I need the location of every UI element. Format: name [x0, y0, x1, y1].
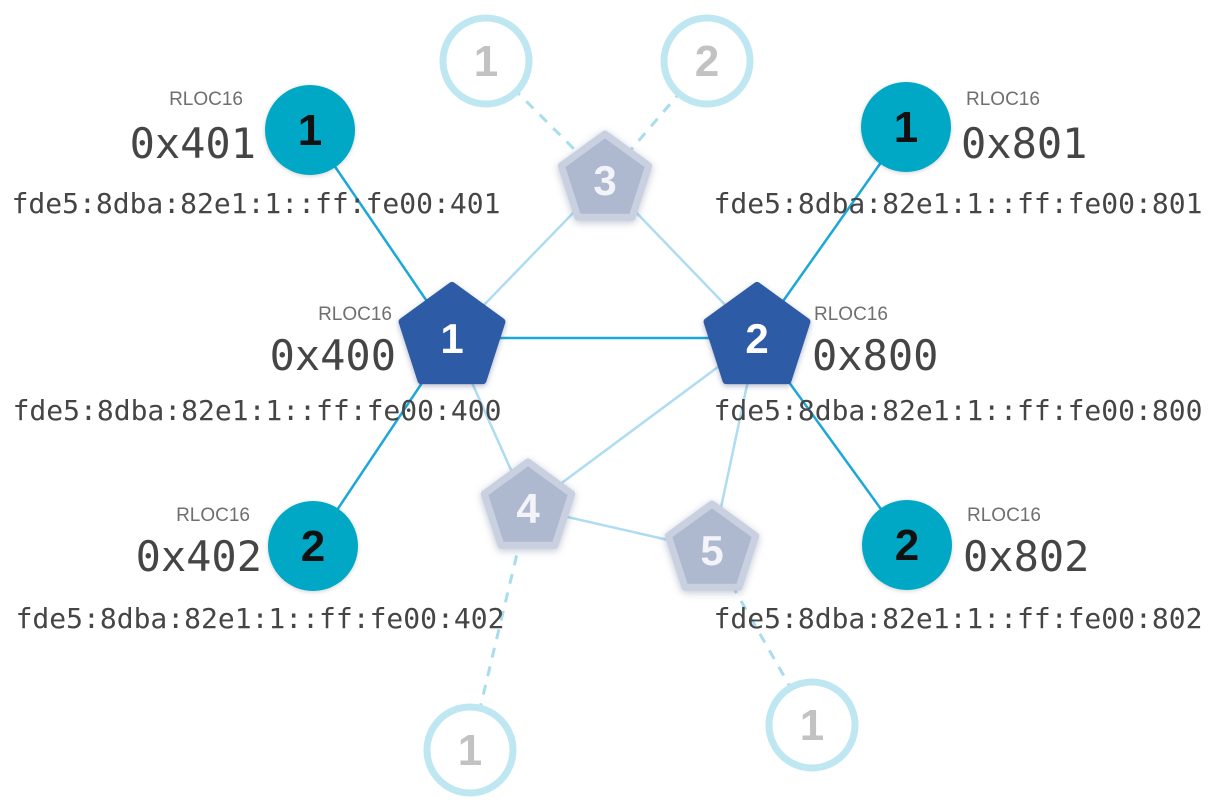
- rloc16-value-router-1: 0x400: [270, 331, 396, 380]
- rloc16-value-child-401: 0x401: [130, 119, 256, 168]
- child-circle-icon: [268, 501, 358, 591]
- child-circle-icon: [862, 500, 952, 590]
- node-number: 1: [298, 106, 322, 155]
- child-circle-icon: [265, 85, 355, 175]
- router-node-3[interactable]: 3: [557, 130, 653, 221]
- faded-child-node-top-2[interactable]: 2: [660, 14, 754, 108]
- rloc16-value-router-2: 0x800: [812, 331, 938, 380]
- ipv6-address-router-1: fde5:8dba:82e1:1::ff:fe00:400: [13, 394, 502, 427]
- node-number: 2: [695, 37, 719, 86]
- router-pentagon-icon: [557, 130, 653, 221]
- router-pentagon-icon: [398, 282, 506, 385]
- faded-child-node-bottom-left[interactable]: 1: [423, 703, 517, 797]
- node-number: 5: [700, 527, 723, 574]
- router-pentagon-icon: [480, 458, 576, 549]
- rloc16-value-child-802: 0x802: [963, 532, 1089, 581]
- child-node-401[interactable]: 1: [265, 85, 355, 175]
- router-node-1[interactable]: 1: [398, 282, 506, 385]
- child-circle-icon: [861, 82, 951, 172]
- router-node-2[interactable]: 2: [703, 282, 811, 385]
- rloc16-value-child-801: 0x801: [961, 119, 1087, 168]
- router-pentagon-icon: [703, 282, 811, 385]
- node-number: 2: [301, 522, 325, 571]
- rloc16-caption-child-402: RLOC16: [176, 505, 250, 526]
- child-node-402[interactable]: 2: [268, 501, 358, 591]
- link-faded-child-bottom-right-router-5: [710, 549, 814, 726]
- node-layer: 1 2 3 4 5 1 2 1: [265, 14, 952, 797]
- ipv6-address-child-402: fde5:8dba:82e1:1::ff:fe00:402: [16, 602, 505, 635]
- faded-child-circle-icon: [660, 14, 754, 108]
- faded-child-node-top-1[interactable]: 1: [439, 14, 533, 108]
- rloc16-value-child-402: 0x402: [136, 532, 262, 581]
- rloc16-caption-router-1: RLOC16: [318, 304, 392, 325]
- node-number: 1: [458, 726, 482, 775]
- child-node-801[interactable]: 1: [861, 82, 951, 172]
- rloc16-caption-child-401: RLOC16: [169, 89, 243, 110]
- faded-child-circle-icon: [439, 14, 533, 108]
- faded-child-circle-icon: [765, 678, 859, 772]
- ipv6-address-child-801: fde5:8dba:82e1:1::ff:fe00:801: [714, 187, 1203, 220]
- node-number: 1: [440, 315, 463, 362]
- node-number: 2: [895, 521, 919, 570]
- node-number: 1: [474, 37, 498, 86]
- node-number: 1: [894, 103, 918, 152]
- faded-child-node-bottom-right[interactable]: 1: [765, 678, 859, 772]
- ipv6-address-child-401: fde5:8dba:82e1:1::ff:fe00:401: [12, 187, 501, 220]
- label-layer: RLOC16 0x401 fde5:8dba:82e1:1::ff:fe00:4…: [12, 89, 1203, 635]
- child-node-802[interactable]: 2: [862, 500, 952, 590]
- node-number: 1: [800, 701, 824, 750]
- node-number: 2: [745, 315, 768, 362]
- node-number: 3: [593, 157, 616, 204]
- router-node-5[interactable]: 5: [664, 500, 760, 591]
- rloc16-caption-child-801: RLOC16: [966, 89, 1040, 110]
- rloc16-caption-router-2: RLOC16: [814, 304, 888, 325]
- ipv6-address-router-2: fde5:8dba:82e1:1::ff:fe00:800: [714, 394, 1203, 427]
- node-number: 4: [516, 485, 540, 532]
- router-node-4[interactable]: 4: [480, 458, 576, 549]
- ipv6-address-child-802: fde5:8dba:82e1:1::ff:fe00:802: [714, 602, 1203, 635]
- router-pentagon-icon: [664, 500, 760, 591]
- rloc16-caption-child-802: RLOC16: [967, 505, 1041, 526]
- faded-child-circle-icon: [423, 703, 517, 797]
